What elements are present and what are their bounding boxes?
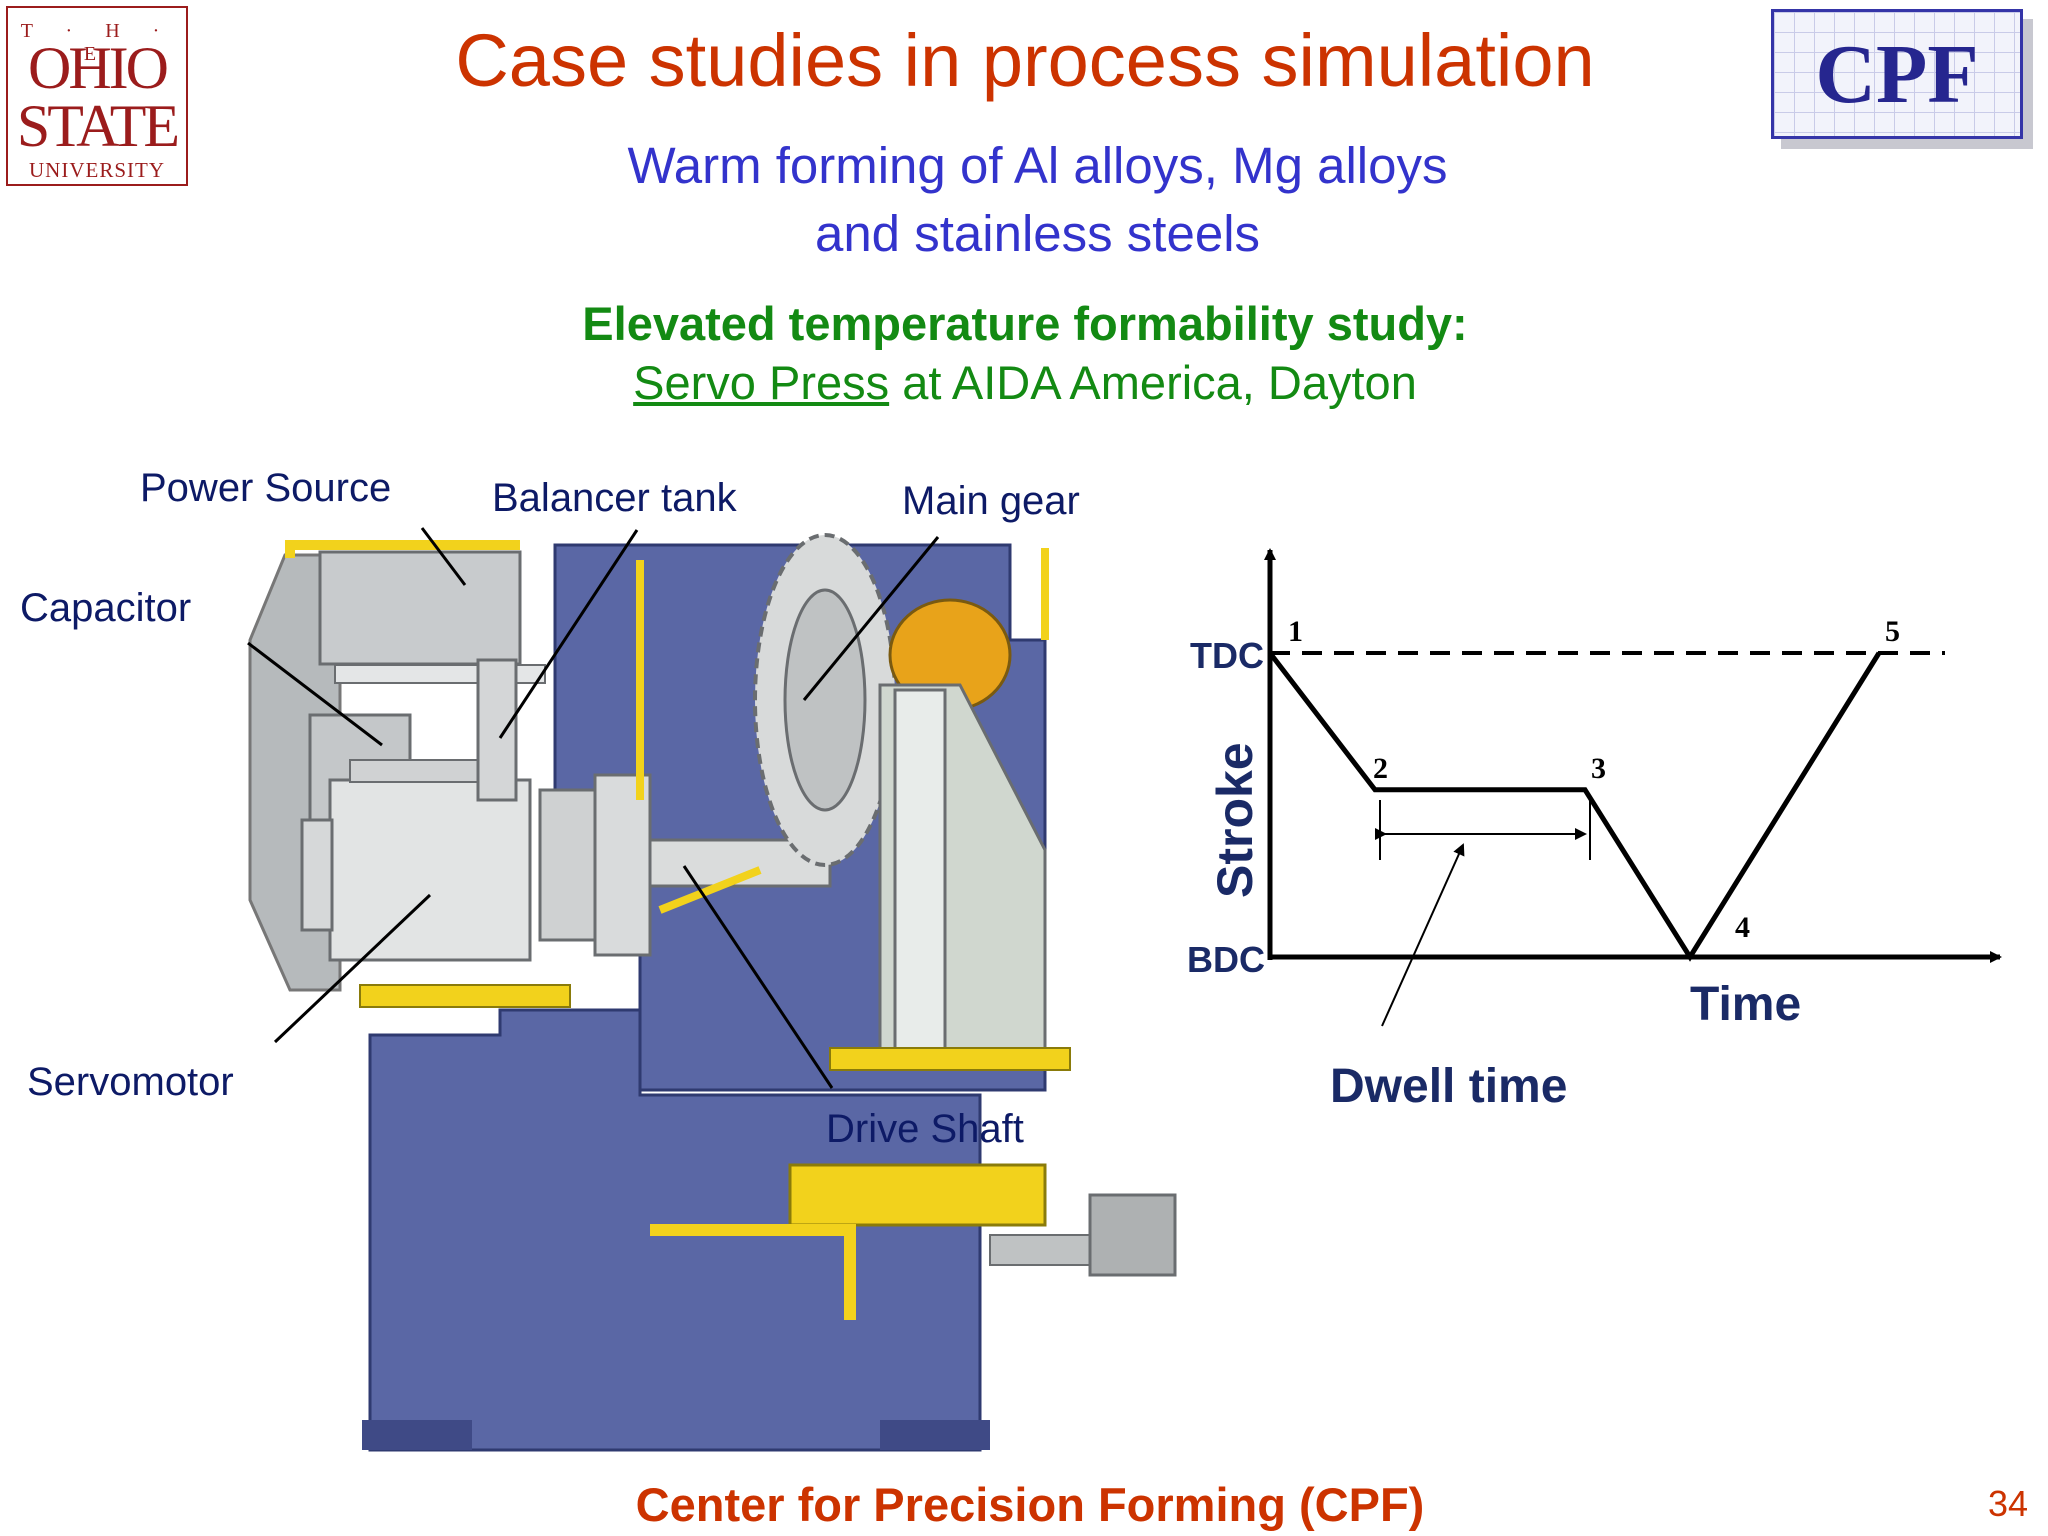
page-number: 34 [1988,1483,2029,1524]
balancer-tank [476,658,518,802]
osu-logo-university: UNIVERSITY [29,158,165,182]
study-heading: Elevated temperature formability study: [582,297,1468,350]
leader-drive-shaft [682,865,834,1089]
stroke-curve [1268,651,1882,962]
label-power-source: Power Source [140,466,392,510]
osu-logo-ohio: OHIO [28,35,169,101]
point-label-4: 4 [1735,911,1750,944]
leader-main-gear [802,536,940,701]
x-axis-label: Time [1690,978,1801,1031]
leader-capacitor [247,641,383,747]
page-title: Case studies in process simulation [455,19,1595,102]
servomotor [328,778,532,962]
point-label-3: 3 [1591,752,1606,785]
point-label-1: 1 [1288,615,1303,648]
dwell-leader [1381,843,1465,1027]
label-balancer-tank: Balancer tank [492,476,737,520]
label-drive-shaft: Drive Shaft [826,1107,1024,1151]
servo-press-illustration [247,527,1177,1452]
point-label-5: 5 [1885,615,1900,648]
study-location: Servo Press at AIDA America, Dayton [300,355,1750,411]
osu-logo: T · H · E OHIO STATE UNIVERSITY [6,6,188,186]
press-foot-right [880,1420,990,1450]
leader-balancer-tank [498,529,639,739]
servo-press-link[interactable]: Servo Press [633,356,890,409]
osu-logo-the: T · H · E [20,20,174,65]
footer-title: Center for Precision Forming (CPF) [635,1478,1425,1531]
subtitle-line-1: Warm forming of Al alloys, Mg alloys [627,137,1448,194]
cpf-logo: CPF [1771,9,2023,139]
press-foot-left [362,1420,472,1450]
y-axis-label: Stroke [1207,742,1263,898]
label-servomotor: Servomotor [27,1060,234,1104]
study-location-text: at AIDA America, Dayton [889,356,1417,409]
subtitle-line-2: and stainless steels [814,205,1261,262]
point-label-2: 2 [1373,752,1388,785]
bdc-label: BDC [1187,939,1265,980]
leader-power-source [420,527,467,586]
stroke-time-diagram: 1 2 3 4 5 TDC BDC Stroke Time Dwell time [1187,548,2002,1113]
tdc-label: TDC [1190,635,1264,676]
bolster [788,1163,1047,1227]
cpf-logo-text: CPF [1815,28,1979,121]
leader-servomotor [273,893,432,1044]
dwell-time-label: Dwell time [1330,1060,1567,1113]
label-capacitor: Capacitor [20,586,192,630]
osu-logo-state: STATE [16,93,180,159]
power-source-box [318,550,522,666]
label-main-gear: Main gear [902,479,1080,523]
